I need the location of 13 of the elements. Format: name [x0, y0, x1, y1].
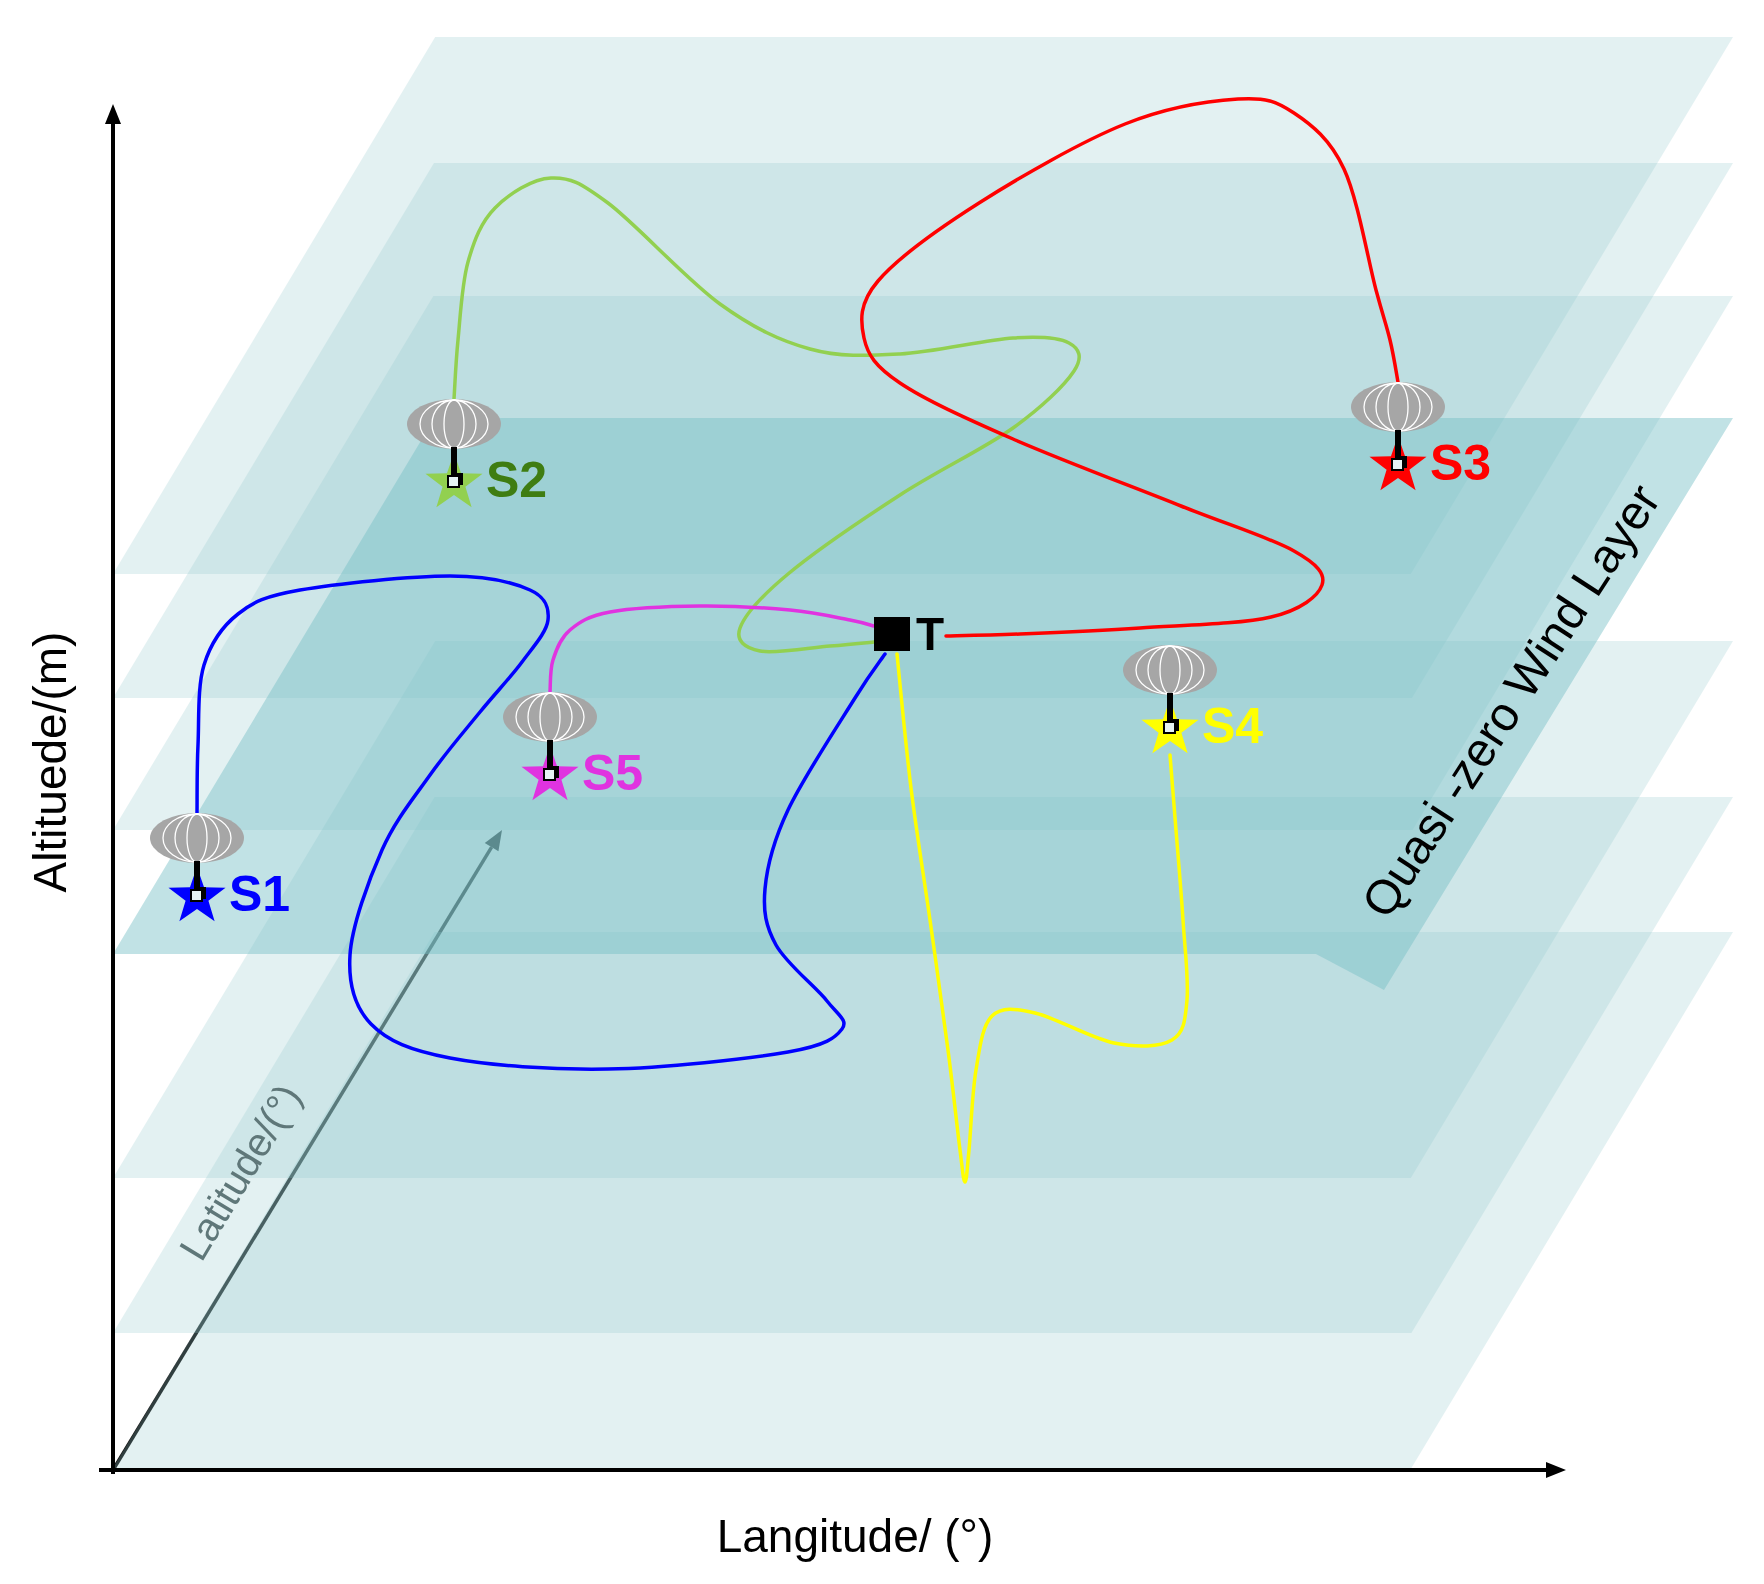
axis-label: Langitude/ (°) [716, 1509, 994, 1563]
balloon-label: S4 [1202, 697, 1264, 755]
balloon-label: S3 [1430, 434, 1492, 492]
trajectory-line [548, 604, 876, 694]
balloon-label: S5 [582, 744, 644, 802]
trajectory-line [895, 652, 1190, 1184]
trajectory-line [452, 176, 1081, 654]
balloon-label: S1 [229, 865, 291, 923]
trajectory-line [195, 574, 887, 1071]
axis-label: Altituede/(m) [23, 631, 77, 893]
balloon-label: S2 [486, 451, 548, 509]
trajectory-line [859, 96, 1400, 638]
target-label: T [916, 614, 945, 654]
